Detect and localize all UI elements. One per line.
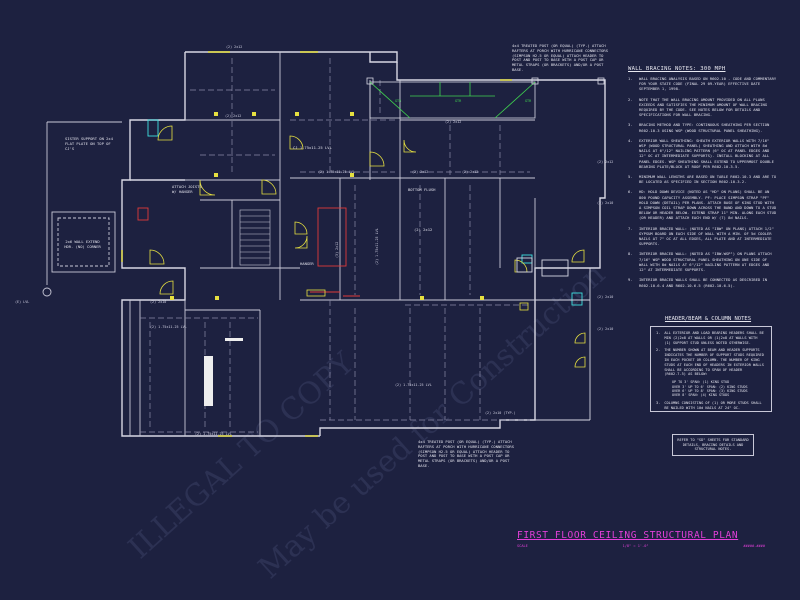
scale-label: SCALE [517,544,528,548]
svg-text:(2) 1.75x11.25 LVL: (2) 1.75x11.25 LVL [375,228,379,265]
svg-text:(2) 2x10 (TYP.): (2) 2x10 (TYP.) [485,411,516,415]
svg-text:(3) 2x12: (3) 2x12 [335,242,339,258]
svg-text:(2) 2x12: (2) 2x12 [226,45,242,49]
wall-bracing-title: WALL BRACING NOTES: 300 MPH [628,66,726,72]
svg-text:(2) 2x12: (2) 2x12 [225,114,241,118]
svg-text:(2) 1.75x11.25 LVL: (2) 1.75x11.25 LVL [395,383,432,387]
plan-title: FIRST FLOOR CEILING STRUCTURAL PLAN [517,530,739,541]
scale-row: SCALE 1/8" = 1'-0" #####-#### [517,544,765,548]
svg-text:(2) 2x10: (2) 2x10 [597,327,613,331]
sheet-ref: #####-#### [743,544,765,548]
left-annex [42,121,122,297]
svg-text:GTR: GTR [525,99,532,103]
rear-porch [499,257,591,428]
svg-text:(2) 1.75x11.25 LVL: (2) 1.75x11.25 LVL [318,170,355,174]
header-beam-notes-box: 1.ALL EXTERIOR AND LOAD BEARING HEADERS … [650,326,772,412]
door-swings [149,125,586,368]
fixture-marker [225,338,243,341]
scale-value: 1/8" = 1'-0" [622,544,649,548]
svg-text:(2) 2x12: (2) 2x12 [412,170,428,174]
svg-text:(2) 2x10: (2) 2x10 [150,300,166,304]
bottom-flush-note: BOTTOM FLUSH [408,187,436,192]
header-beam-notes: 1.ALL EXTERIOR AND LOAD BEARING HEADERS … [656,331,766,377]
post-callout-top: 4x4 TREATED POST (OR EQUAL) (TYP.) ATTAC… [512,43,609,72]
legend-item: OVER 3' UP TO 6' SPAN: (2) KING STUDS [672,384,748,389]
list-item: 1.ALL EXTERIOR AND LOAD BEARING HEADERS … [656,331,764,345]
svg-text:(2) 1.75x11.25 LVL: (2) 1.75x11.25 LVL [150,325,187,329]
list-item: 1.WALL BRACING ANALYSIS BASED ON R602.10… [628,76,777,92]
list-item: 7.INTERIOR BRACED WALL: (NOTED AS "IBW" … [628,225,774,247]
svg-text:(E) LVL: (E) LVL [15,300,29,304]
list-item: 3.BRACING METHOD AND TYPE: CONTINUOUS SH… [628,122,770,133]
reference-note-box: REFER TO "SD" SHEETS FOR STANDARD DETAIL… [672,434,754,456]
post-markers [170,112,484,300]
svg-text:(2) 2x12: (2) 2x12 [445,120,461,124]
hanger-label: HANGER [300,261,314,266]
beam-lines [140,58,530,433]
list-item: 8.INTERIOR BRACED WALL: (NOTED AS "IBW-W… [628,251,772,273]
king-stud-legend: UP TO 3' SPAN: (1) KING STUD OVER 3' UP … [672,380,766,398]
cabinet-block [204,356,213,406]
stairs [239,209,271,266]
list-item: 5.MINIMUM WALL LENGTHS ARE BASED ON TABL… [628,174,777,185]
svg-text:(2) 2x10: (2) 2x10 [597,295,613,299]
list-item: 6.HD: HOLD DOWN DEVICE (NOTED AS "HD" ON… [628,189,777,221]
attach-joists-note: ATTACH JOISTS W/ HANGER [172,184,202,194]
list-item: 4.EXTERIOR WALL SHEATHING: SHEATH EXTERI… [628,137,774,169]
svg-text:GTR: GTR [395,99,402,103]
svg-text:GTR: GTR [455,99,462,103]
window-marks [121,51,512,437]
post-callout-bottom: 4x4 TREATED POST (OR EQUAL) (TYP.) ATTAC… [418,439,515,468]
wall-bracing-notes: 1.WALL BRACING ANALYSIS BASED ON R602.10… [628,76,778,293]
sister-support-note: SISTER SUPPORT ON 2x4 FLAT PLATE ON TOP … [65,136,114,151]
list-item: 2.THE NUMBER SHOWN AT BEAM AND HEADER SU… [656,348,764,377]
member-labels: (2) 2x12 (2) 1.75x11.25 LVL (2) 2x12 (2)… [15,45,613,436]
interior-walls [129,52,536,436]
beam-label: (2) 2x12 [414,227,433,232]
cj-label: CJ 1.75x11.25 LVL [293,145,332,150]
svg-text:(2) 2x10: (2) 2x10 [597,201,613,205]
svg-text:(2) 2x12: (2) 2x12 [462,170,478,174]
extend-header-note: 2x6 WALL EXTEND HDR. (NO) CORNER [64,239,101,249]
list-item: 3.COLUMNS CONSISTING OF (1) OR MORE STUD… [656,400,762,410]
porch-framing [366,77,605,119]
header-beam-notes-tail: 3.COLUMNS CONSISTING OF (1) OR MORE STUD… [656,401,766,411]
list-item: 9.INTERIOR BRACED WALLS SHALL BE CONNECT… [628,277,768,288]
legend-item: UP TO 3' SPAN: (1) KING STUD [672,380,730,385]
list-item: 2.NOTE THAT THE WALL BRACING AMOUNT PROV… [628,96,768,118]
legend-item: OVER 6' UP TO 8' SPAN: (3) KING STUDS [672,388,748,393]
svg-text:(2) 1.75x11.25 LVL: (2) 1.75x11.25 LVL [195,432,232,436]
header-beam-title: HEADER/BEAM & COLUMN NOTES [664,316,752,322]
legend-item: OVER 8' SPAN: (4) KING STUDS [672,393,730,398]
svg-text:(2) 2x12: (2) 2x12 [597,160,613,164]
exterior-walls [121,51,606,437]
